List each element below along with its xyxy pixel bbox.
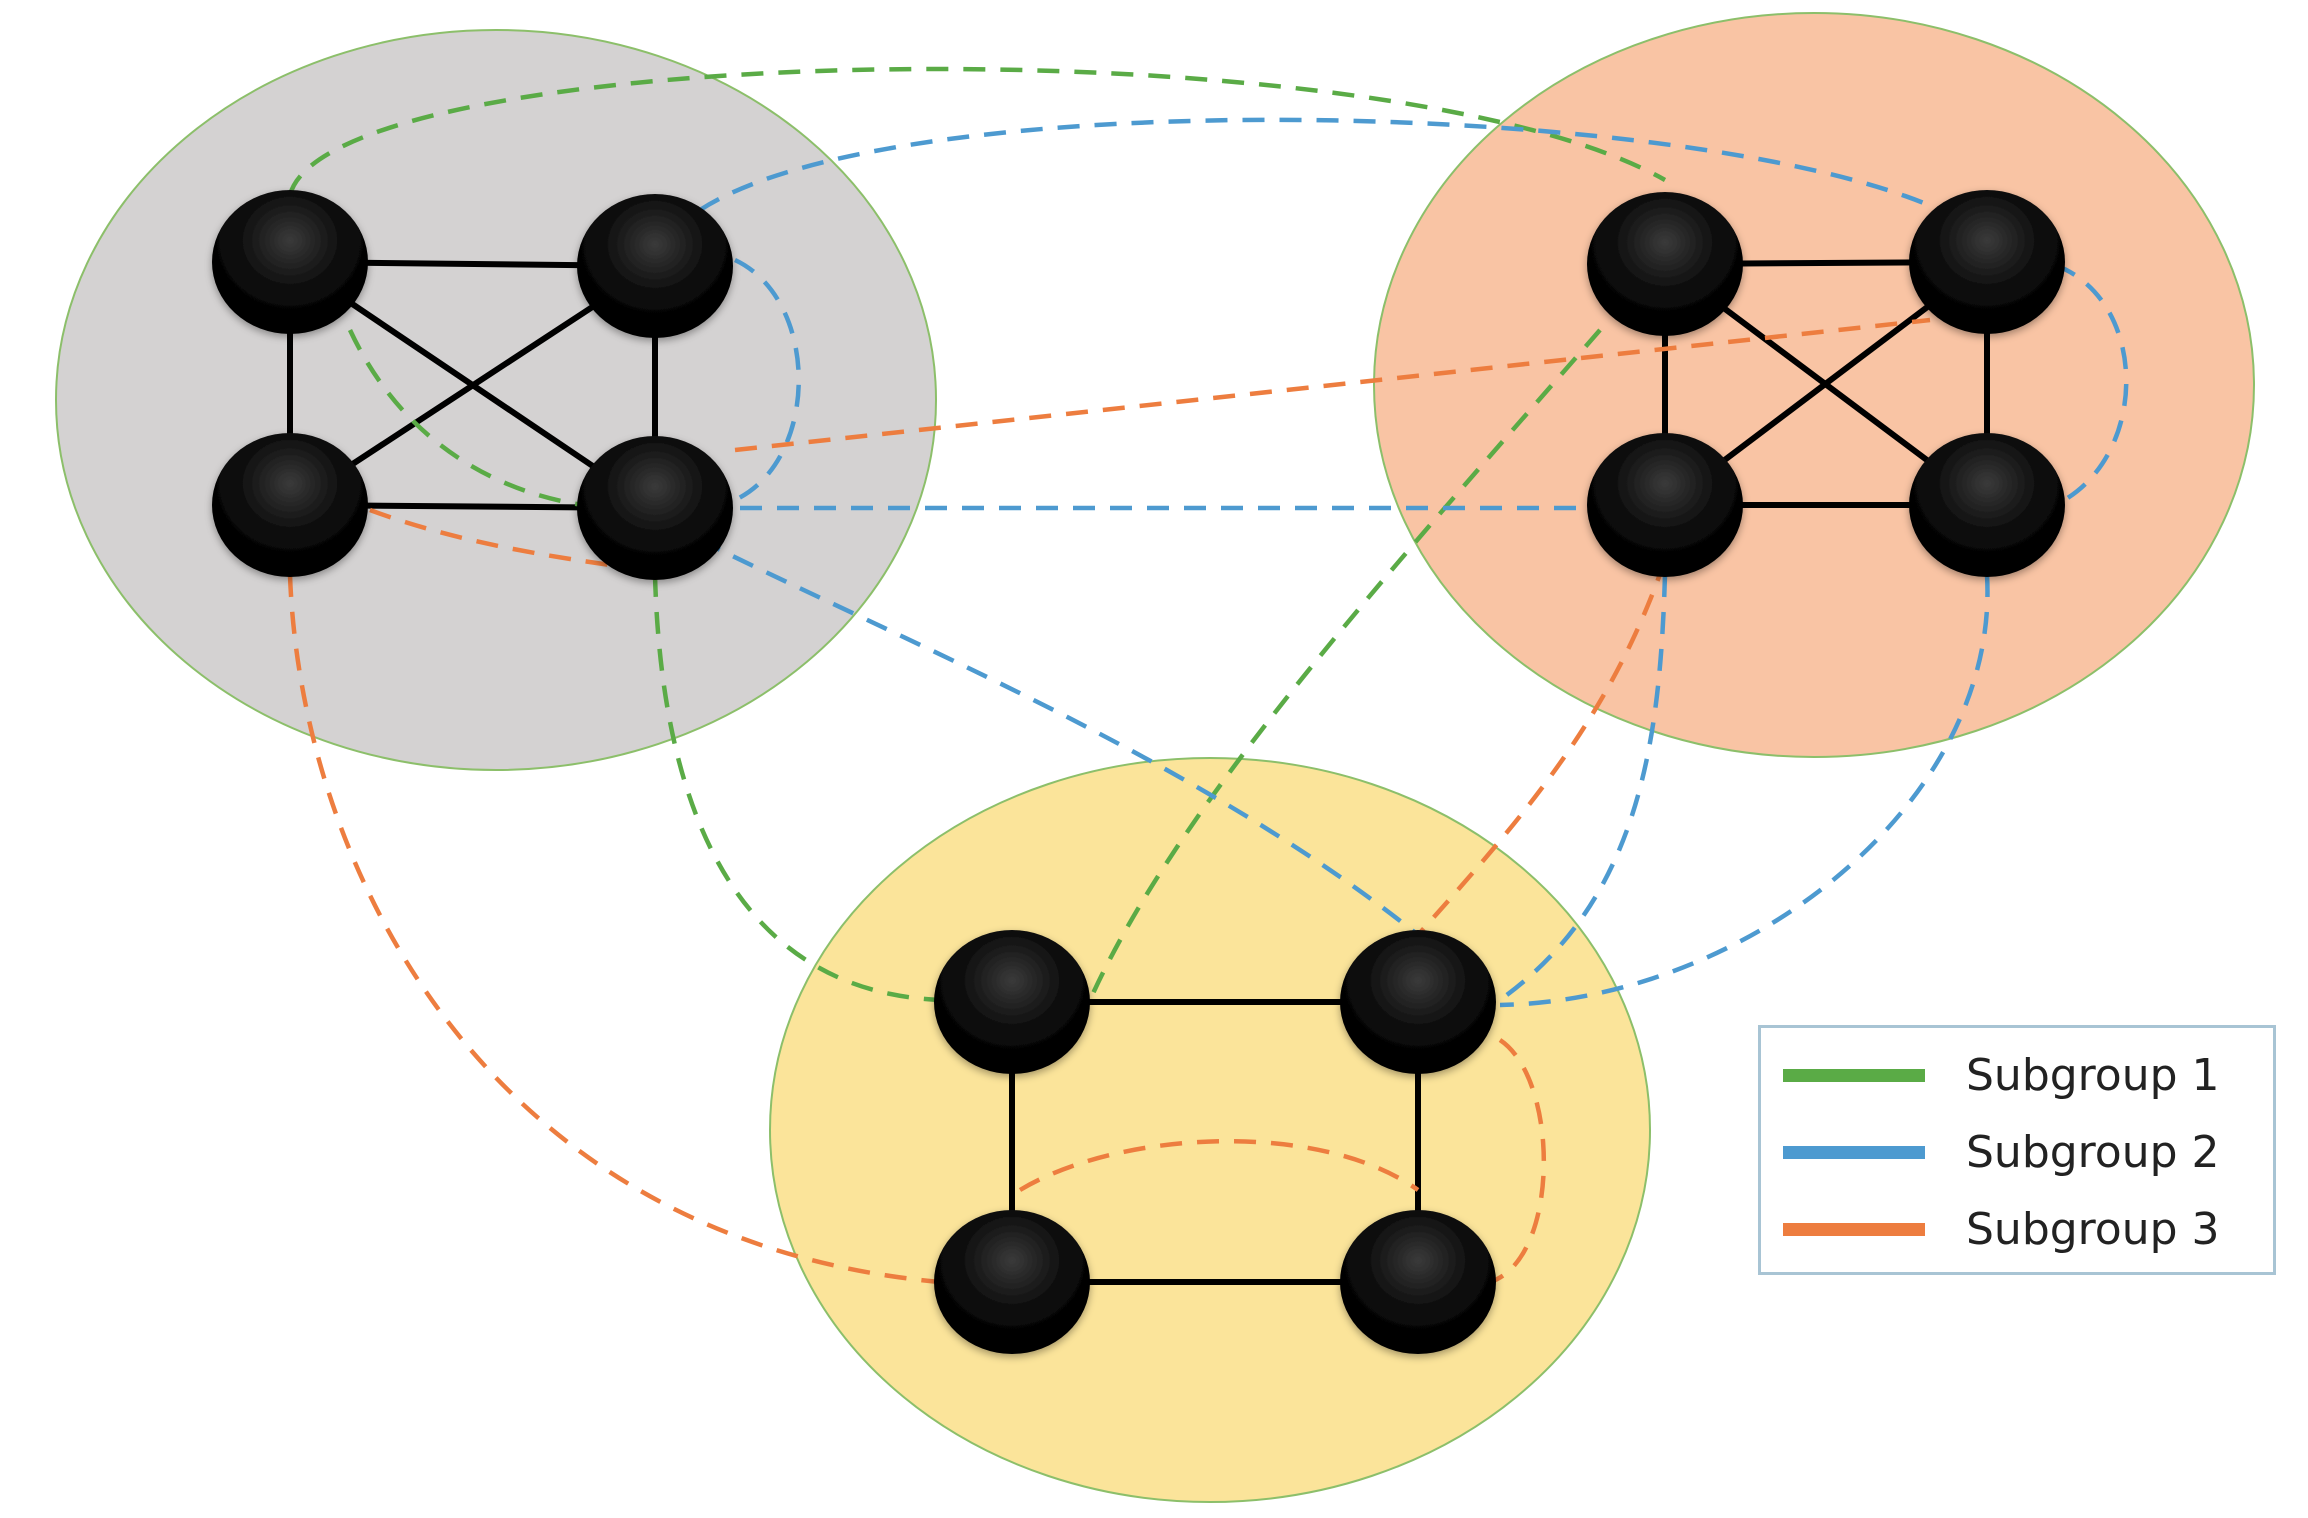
group-bottom-ellipse — [769, 757, 1651, 1503]
node — [1909, 433, 2065, 577]
legend-label: Subgroup 1 — [1966, 1049, 2220, 1101]
node — [1340, 1210, 1496, 1354]
legend-label: Subgroup 3 — [1966, 1203, 2220, 1255]
legend: Subgroup 1 Subgroup 2 Subgroup 3 — [1758, 1025, 2276, 1275]
legend-swatch-blue — [1783, 1145, 1925, 1159]
subgroup-3-link — [1489, 1038, 1547, 1285]
subgroup-2-links — [698, 117, 2129, 1008]
node — [577, 436, 733, 580]
node — [934, 930, 1090, 1074]
legend-item-subgroup-2: Subgroup 2 — [1761, 1117, 2273, 1187]
subgroup-1-link — [347, 329, 631, 511]
group-top-right-ellipse — [1373, 12, 2255, 758]
subgroup-2-link — [1499, 574, 1990, 1008]
subgroup-2-link — [1498, 574, 1668, 1002]
subgroup-2-link — [698, 537, 1420, 937]
legend-item-subgroup-1: Subgroup 1 — [1761, 1040, 2273, 1110]
subgroup-3-link — [734, 317, 1931, 453]
nodes — [212, 190, 2065, 1354]
subgroup-3-link — [369, 507, 611, 568]
subgroup-1-link — [1087, 328, 1602, 1001]
node — [1587, 433, 1743, 577]
node — [212, 190, 368, 334]
subgroup-2-link — [2054, 262, 2129, 508]
legend-item-subgroup-3: Subgroup 3 — [1761, 1194, 2273, 1264]
subgroup-3-link — [1416, 559, 1668, 937]
node — [1587, 192, 1743, 336]
subgroup-1-link — [652, 574, 941, 1003]
subgroup-1-links — [287, 66, 1667, 1003]
node — [1340, 930, 1496, 1074]
node — [577, 194, 733, 338]
subgroup-3-link — [1018, 1138, 1420, 1192]
node — [1909, 190, 2065, 334]
subgroup-3-link — [287, 574, 941, 1285]
node — [212, 433, 368, 577]
legend-label: Subgroup 2 — [1966, 1126, 2220, 1178]
subgroup-3-links — [287, 317, 1931, 1285]
subgroup-1-link — [287, 66, 1667, 196]
legend-swatch-orange — [1783, 1222, 1925, 1236]
legend-swatch-green — [1783, 1068, 1925, 1082]
node — [934, 1210, 1090, 1354]
subgroup-2-link — [698, 117, 1941, 213]
